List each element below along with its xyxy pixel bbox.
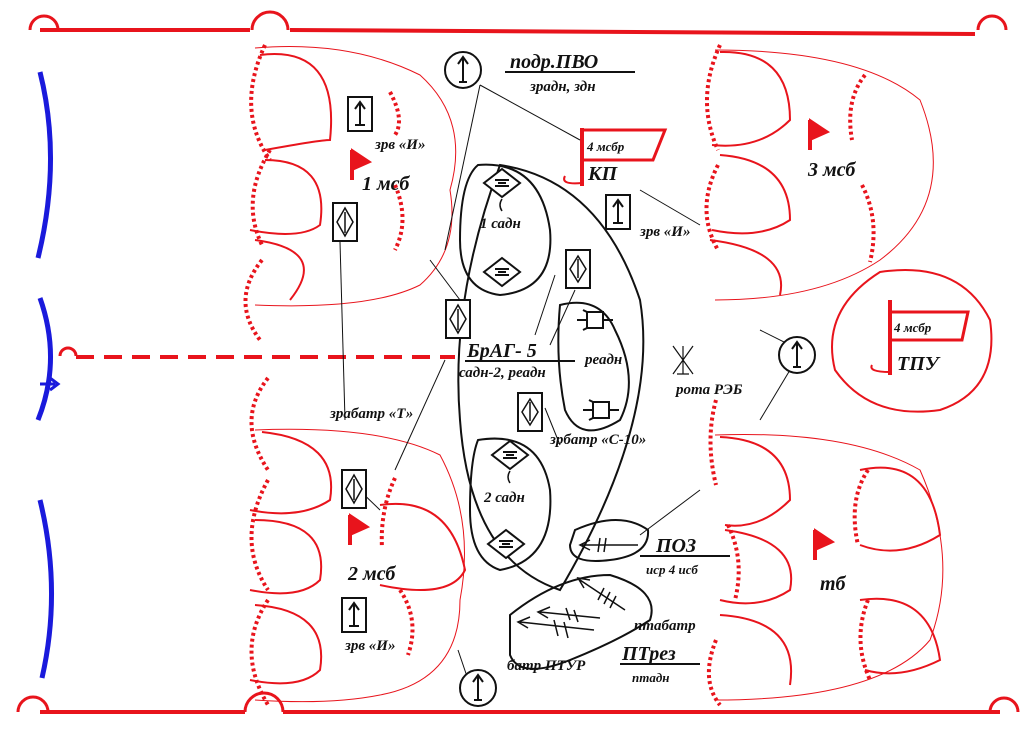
sam-launcher-icon [347,96,373,132]
howitzer-icon [482,167,522,212]
sam-launcher-icon [565,249,591,289]
brag-label: БрАГ- 5 [466,340,537,362]
tb-flag [813,528,836,560]
ptadn-label: птадн [632,670,670,685]
kp-command-post [563,128,668,186]
batr-ptur-label: батр ПТУР [507,658,586,674]
radar-icon [341,469,367,509]
atgm-icon [516,537,638,639]
radar-icon [445,299,471,339]
sadn1-label: 1 садн [480,216,521,232]
sam-launcher-icon [341,597,367,633]
boundary-lines [16,10,1020,714]
sam-launcher-icon [459,669,497,707]
sam-launcher-icon [778,336,816,374]
ptrez-area [509,573,653,670]
howitzer-icon [486,528,526,560]
podr-pvo-label: подр.ПВО [510,51,598,73]
friendly-front-line [35,71,61,679]
zrv-i-mid-label: зрв «И» [639,224,690,240]
ptabatr-label: птабатр [634,618,696,634]
zrv-i-bottom-label: зрв «И» [344,638,395,654]
rota-reb-label: рота РЭБ [674,382,743,398]
zrbatr-s10-label: зрбатр «С-10» [549,432,646,448]
zradn-zdn-label: зрадн, здн [529,79,596,95]
sam-launcher-icon [605,194,631,230]
msb1-flag [350,148,373,180]
msb3-area [704,44,934,301]
tpu-label: ТПУ [897,353,941,375]
msb3-flag [808,118,831,150]
rocket-launcher-icon [577,309,613,331]
msb2-flag [348,513,371,545]
msb2-label: 2 мсб [347,563,396,585]
radar-icon [332,202,358,242]
zrbatr-t-label: зрабатр «Т» [329,406,413,422]
tb-label: тб [820,573,847,595]
msb1-area [243,44,457,342]
howitzer-icon [490,439,530,484]
axis-dashed-line [58,346,455,359]
msb3-label: 3 мсб [807,159,856,181]
msb2-area [249,376,467,707]
howitzer-icon [482,256,522,288]
sam-launcher-icon [517,392,543,432]
poz-area [568,519,650,562]
tpu-area [831,269,993,413]
ptrez-label: ПТрез [621,643,676,665]
kp-flag-label: 4 мсбр [586,139,625,154]
ew-antenna-icon [672,345,694,375]
sam-launcher-icon [444,51,482,89]
tpu-flag-label: 4 мсбр [893,320,932,335]
leader-lines [339,84,801,701]
rocket-launcher-icon [583,399,619,421]
zrv-i-top-label: зрв «И» [374,137,425,153]
poz-label: ПОЗ [655,535,696,557]
sadn2-label: 2 садн [483,490,525,506]
poz-sub-label: иср 4 исб [646,562,698,577]
tb-area [706,399,944,707]
kp-label: КП [587,163,619,185]
readn-label: реадн [583,352,622,368]
msb1-label: 1 мсб [362,173,410,195]
brag-sub-label: садн-2, реадн [459,365,546,381]
